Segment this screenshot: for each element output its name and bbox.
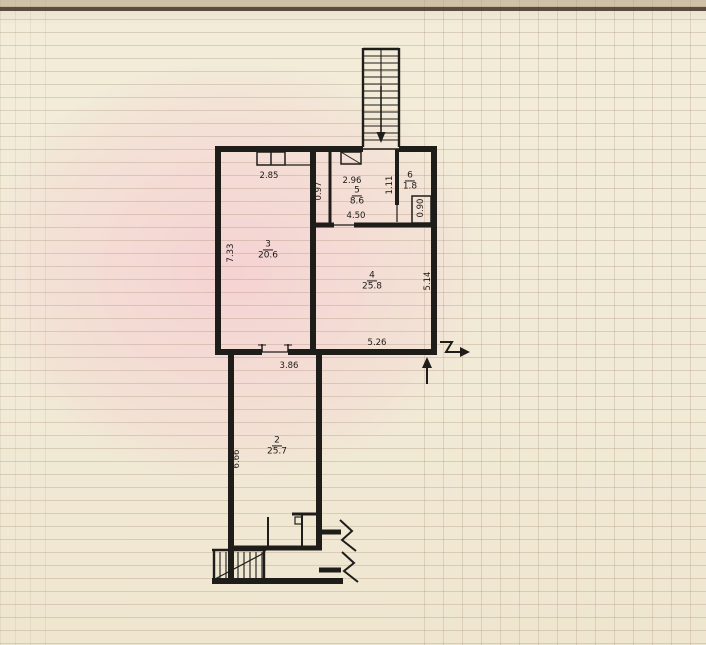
grid-lines-vertical-right	[424, 0, 706, 645]
bottom-partitions	[267, 512, 319, 548]
exit-arrow-right	[440, 341, 470, 357]
dim-2.96: 2.96	[342, 176, 362, 186]
room-4-number: 4	[367, 270, 377, 282]
outer-walls	[212, 146, 437, 584]
page-top-edge	[0, 0, 706, 7]
vent-shafts	[256, 151, 362, 166]
room-5-label: 5 8.6	[350, 185, 364, 206]
room-3-number: 3	[263, 239, 273, 251]
room-5-area: 8.6	[349, 196, 365, 207]
room-2-label: 2 25.7	[267, 435, 287, 456]
staircase-top	[361, 47, 401, 147]
room-3-area: 20.6	[257, 250, 279, 261]
room-6-area: 1.8	[402, 181, 418, 192]
room-4-area: 25.8	[361, 281, 383, 292]
interior-walls	[310, 146, 434, 352]
dim-5.14: 5.14	[423, 271, 433, 291]
room-5-number: 5	[352, 185, 362, 197]
grid-lines-vertical-left	[0, 0, 46, 645]
break-symbols	[319, 519, 359, 583]
dim-3.86: 3.86	[279, 361, 299, 371]
dim-0.97: 0.97	[314, 181, 324, 201]
dim-4.50: 4.50	[346, 211, 366, 221]
room-6-number: 6	[405, 170, 415, 182]
room-2-number: 2	[272, 435, 282, 447]
room-6-label: 6 1.8	[403, 170, 417, 191]
dim-7.33: 7.33	[226, 243, 236, 263]
dim-0.90: 0.90	[416, 198, 426, 218]
staircase-bottom	[212, 548, 266, 581]
entrance-arrow-up	[422, 357, 432, 384]
page-top-rule	[0, 7, 706, 11]
dim-6.66: 6.66	[232, 449, 242, 469]
door-opening-386	[258, 344, 292, 353]
dim-5.26: 5.26	[367, 338, 387, 348]
dim-2.85: 2.85	[259, 171, 279, 181]
room-3-label: 3 20.6	[258, 239, 278, 260]
closet-room6	[411, 195, 432, 224]
room-4-label: 4 25.8	[362, 270, 382, 291]
dim-1.11: 1.11	[385, 175, 395, 195]
room-2-area: 25.7	[266, 446, 288, 457]
